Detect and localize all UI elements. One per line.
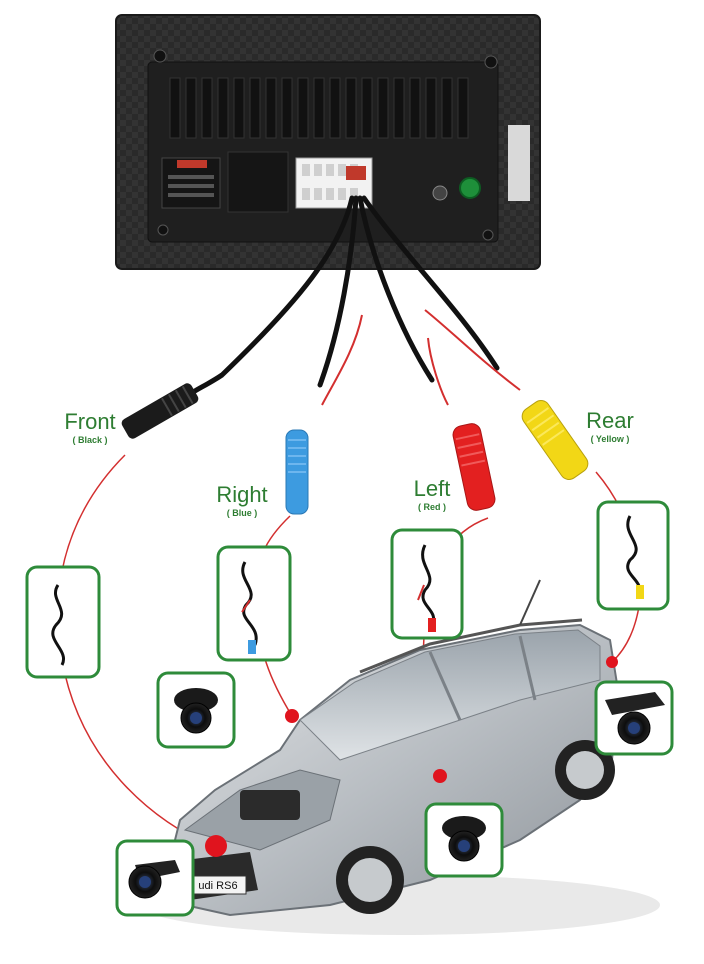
front-label: Front ( Black )	[40, 410, 140, 446]
front-cable-box	[27, 567, 99, 677]
left-camera-box	[426, 804, 502, 876]
front-camera-box	[117, 841, 193, 915]
left-camera-mount-dot	[433, 769, 447, 783]
left-label-color: ( Red )	[382, 501, 482, 513]
right-cable-box	[218, 547, 290, 660]
rear-label-color: ( Yellow )	[560, 433, 660, 445]
rear-camera-mount-dot	[606, 656, 618, 668]
right-camera-box	[158, 673, 234, 747]
rear-label-name: Rear	[560, 409, 660, 433]
right-label: Right ( Blue )	[192, 483, 292, 519]
right-label-name: Right	[192, 483, 292, 507]
left-label: Left ( Red )	[382, 477, 482, 513]
left-cable-box	[392, 530, 462, 638]
right-camera-mount-dot	[285, 709, 299, 723]
rear-cable-box	[598, 502, 668, 609]
right-label-color: ( Blue )	[192, 507, 292, 519]
head-unit	[116, 15, 540, 269]
license-plate-text: udi RS6	[198, 880, 237, 892]
front-camera-mount-dot	[205, 835, 227, 857]
left-label-name: Left	[382, 477, 482, 501]
front-label-name: Front	[40, 410, 140, 434]
front-label-color: ( Black )	[40, 434, 140, 446]
rear-label: Rear ( Yellow )	[560, 409, 660, 445]
rear-camera-box	[596, 682, 672, 754]
